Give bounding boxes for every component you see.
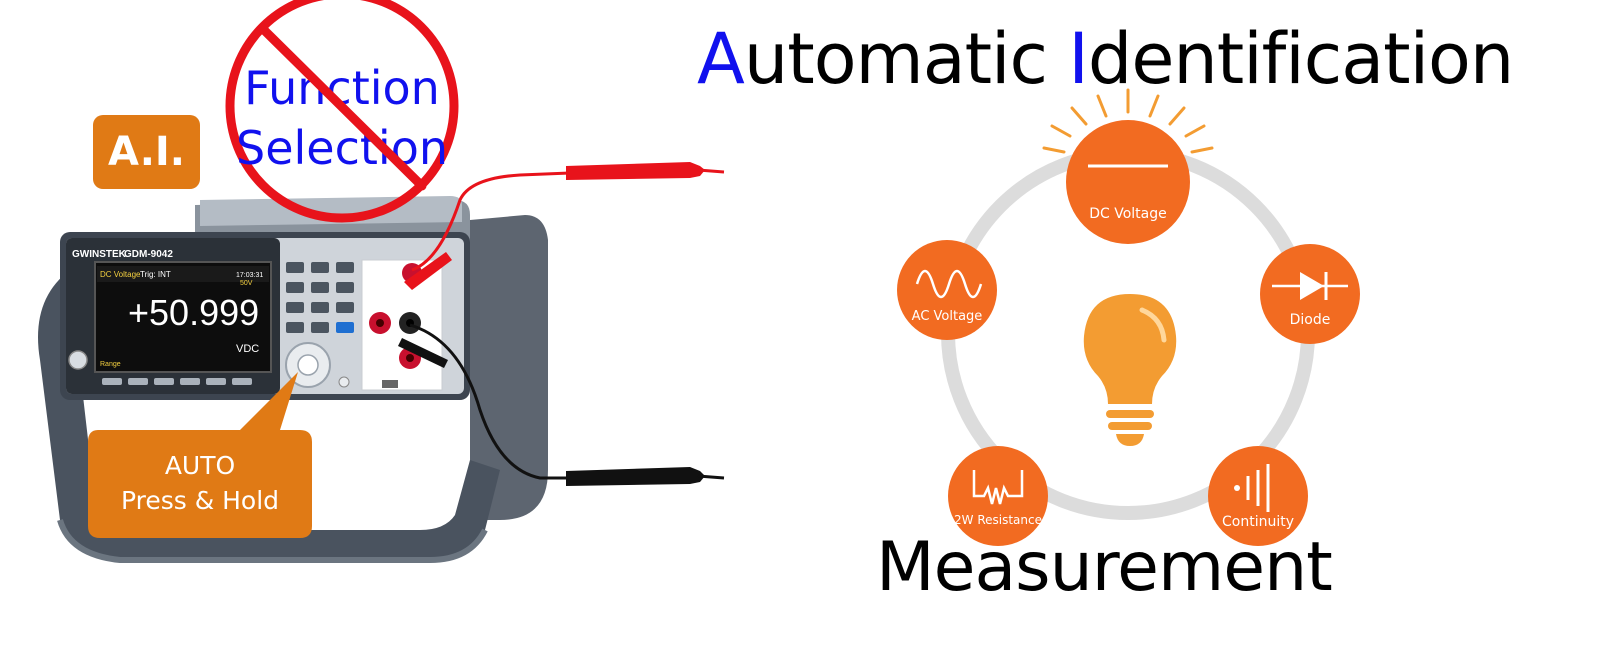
node-2w-resistance: 2W Resistance [948, 446, 1048, 546]
sine-wave-icon [915, 269, 983, 299]
ai-badge: A.I. [93, 115, 200, 189]
meter-clock: 17:03:31 [236, 272, 263, 279]
meter-range-label: Range [100, 361, 121, 368]
node-label-2w-resistance: 2W Resistance [954, 513, 1042, 527]
meter-trigger: Trig: INT [140, 270, 171, 279]
auto-callout: AUTO Press & Hold [88, 372, 312, 538]
meter-range-value: 50V [240, 280, 253, 287]
continuity-icon [1234, 464, 1270, 512]
callout-line-auto: AUTO [165, 451, 235, 480]
black-test-lead [409, 323, 570, 480]
function-ring-diagram: DC Voltage Diode Continuity [897, 88, 1360, 546]
title-rest-1: utomatic [743, 18, 1069, 100]
crossed-text-selection: Selection [236, 121, 448, 175]
meter-model: GDM-9042 [124, 249, 173, 260]
node-dc-voltage: DC Voltage [1066, 120, 1190, 244]
callout-line-press-hold: Press & Hold [121, 486, 279, 515]
red-test-lead [411, 171, 571, 272]
meter-mode-label: DC Voltage [100, 270, 141, 279]
node-label-continuity: Continuity [1222, 514, 1294, 530]
title-rest-2: dentification [1087, 18, 1514, 100]
node-label-diode: Diode [1290, 312, 1331, 328]
title-automatic-identification: Automatic Identification [697, 18, 1514, 100]
node-label-dc-voltage: DC Voltage [1089, 206, 1167, 222]
meter-unit: VDC [236, 343, 259, 355]
prohibition-sign: Function Selection [225, 0, 459, 223]
diode-icon [1272, 272, 1348, 300]
node-diode: Diode [1260, 244, 1360, 344]
resistor-icon [972, 470, 1024, 505]
node-continuity: Continuity [1208, 446, 1308, 546]
multimeter-illustration: DC Voltage Trig: INT 17:03:31 +50.999 VD… [38, 0, 725, 563]
node-ac-voltage: AC Voltage [897, 240, 997, 340]
title-initial-i: I [1068, 18, 1089, 100]
meter-brand: GWINSTEK [72, 249, 127, 260]
node-label-ac-voltage: AC Voltage [912, 309, 983, 324]
lightbulb-icon [1083, 294, 1177, 446]
title-initial-a: A [697, 18, 745, 100]
meter-reading: +50.999 [128, 292, 259, 333]
